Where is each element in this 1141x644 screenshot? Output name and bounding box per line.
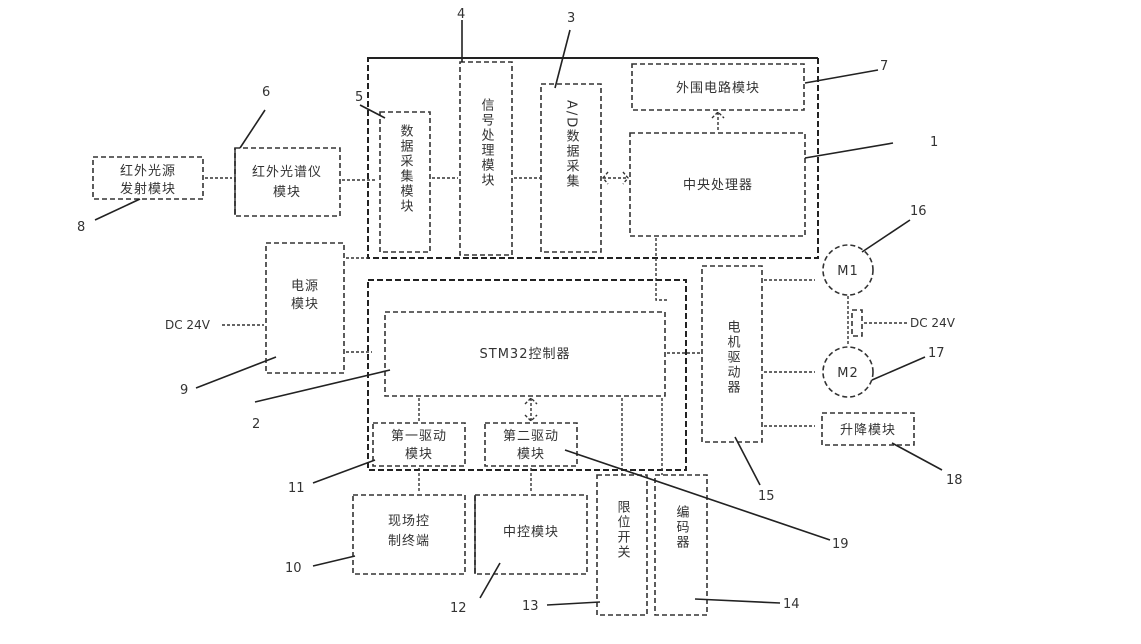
power-module-label-2: 模块 — [291, 297, 319, 312]
ref-number-7: 7 — [880, 59, 888, 74]
component-second-drive: 第二驱动 模块 — [484, 422, 578, 467]
ref-number-14: 14 — [783, 597, 800, 612]
spectrometer-label-1: 红外光谱仪 — [252, 164, 322, 180]
component-power-module: 电源 模块 — [265, 242, 345, 374]
ref-number-10: 10 — [285, 561, 302, 576]
component-lift-module: 升降模块 — [821, 412, 915, 446]
motor-m2-label: M2 — [837, 366, 859, 381]
ref-number-15: 15 — [758, 489, 775, 504]
encoder-label: 编码器 — [674, 505, 690, 550]
component-encoder: 编码器 — [654, 474, 708, 616]
component-data-acquisition: 数据采集模块 — [379, 111, 431, 253]
first-drive-label-1: 第一驱动 — [391, 429, 447, 444]
spectrometer-label-2: 模块 — [273, 185, 301, 200]
lift-module-label: 升降模块 — [840, 423, 896, 438]
first-drive-label-2: 模块 — [405, 447, 433, 462]
peripheral-circuit-label: 外围电路模块 — [676, 80, 760, 96]
ref-number-12: 12 — [450, 601, 467, 616]
ref-number-5: 5 — [355, 90, 363, 105]
ref-number-4: 4 — [457, 7, 465, 22]
ref-number-11: 11 — [288, 481, 305, 496]
arrow-3-1-bidirectional — [602, 171, 629, 185]
ref-number-19: 19 — [832, 537, 849, 552]
arrow-2-19-bidirectional — [524, 397, 538, 422]
ad-acquisition-label: A/D数据采集 — [564, 100, 580, 189]
upper-enclosure — [367, 57, 819, 259]
right-power-input-label: DC 24V — [910, 316, 956, 330]
component-motor-m2: M2 — [822, 346, 874, 398]
component-ad-acquisition: A/D数据采集 — [540, 83, 602, 253]
central-control-label: 中控模块 — [503, 525, 559, 540]
component-central-processor: 中央处理器 — [629, 132, 806, 237]
ref-number-3: 3 — [567, 11, 575, 26]
motor-m1-label: M1 — [837, 264, 859, 279]
component-stm32-controller: STM32控制器 — [384, 311, 666, 397]
ref-number-18: 18 — [946, 473, 963, 488]
field-terminal-label-1: 现场控 — [388, 514, 430, 529]
component-motor-driver: 电机驱动器 — [701, 265, 763, 443]
reference-numbers: 1 2 3 4 5 6 7 8 9 10 11 12 13 14 15 16 1 — [77, 7, 963, 616]
component-central-control: 中控模块 — [474, 494, 588, 575]
ref-number-6: 6 — [262, 85, 270, 100]
power-module-label-1: 电源 — [291, 279, 319, 294]
signal-processing-label: 信号处理模块 — [479, 98, 495, 188]
infrared-source-label-2: 发射模块 — [120, 181, 176, 197]
component-first-drive: 第一驱动 模块 — [372, 422, 466, 467]
arrow-7-1 — [711, 111, 725, 130]
limit-switch-label: 限位开关 — [615, 500, 631, 560]
ref-number-2: 2 — [252, 417, 260, 432]
arrow-1-to-2 — [655, 238, 668, 301]
infrared-source-label-1: 红外光源 — [120, 163, 176, 179]
central-processor-label: 中央处理器 — [683, 178, 753, 193]
ref-number-16: 16 — [910, 204, 927, 219]
component-signal-processing: 信号处理模块 — [459, 61, 513, 256]
field-terminal-label-2: 制终端 — [388, 533, 430, 549]
component-infrared-spectrometer: 红外光谱仪 模块 — [234, 147, 341, 217]
second-drive-label-2: 模块 — [517, 447, 545, 462]
ref-number-13: 13 — [522, 599, 539, 614]
ref-number-8: 8 — [77, 220, 85, 235]
component-limit-switch: 限位开关 — [596, 474, 648, 616]
left-power-input-label: DC 24V — [165, 318, 211, 332]
ref-number-9: 9 — [180, 383, 188, 398]
component-infrared-source: 红外光源 发射模块 — [92, 156, 204, 200]
data-acquisition-label: 数据采集模块 — [398, 124, 414, 214]
ref-number-1: 1 — [930, 135, 938, 150]
ref-number-17: 17 — [928, 346, 945, 361]
second-drive-label-1: 第二驱动 — [503, 429, 559, 444]
motor-power-connector — [851, 309, 863, 337]
stm32-controller-label: STM32控制器 — [480, 347, 571, 362]
motor-driver-label: 电机驱动器 — [725, 320, 741, 395]
component-peripheral-circuit: 外围电路模块 — [631, 63, 805, 111]
component-motor-m1: M1 — [822, 244, 874, 296]
component-field-control-terminal: 现场控 制终端 — [352, 494, 466, 575]
